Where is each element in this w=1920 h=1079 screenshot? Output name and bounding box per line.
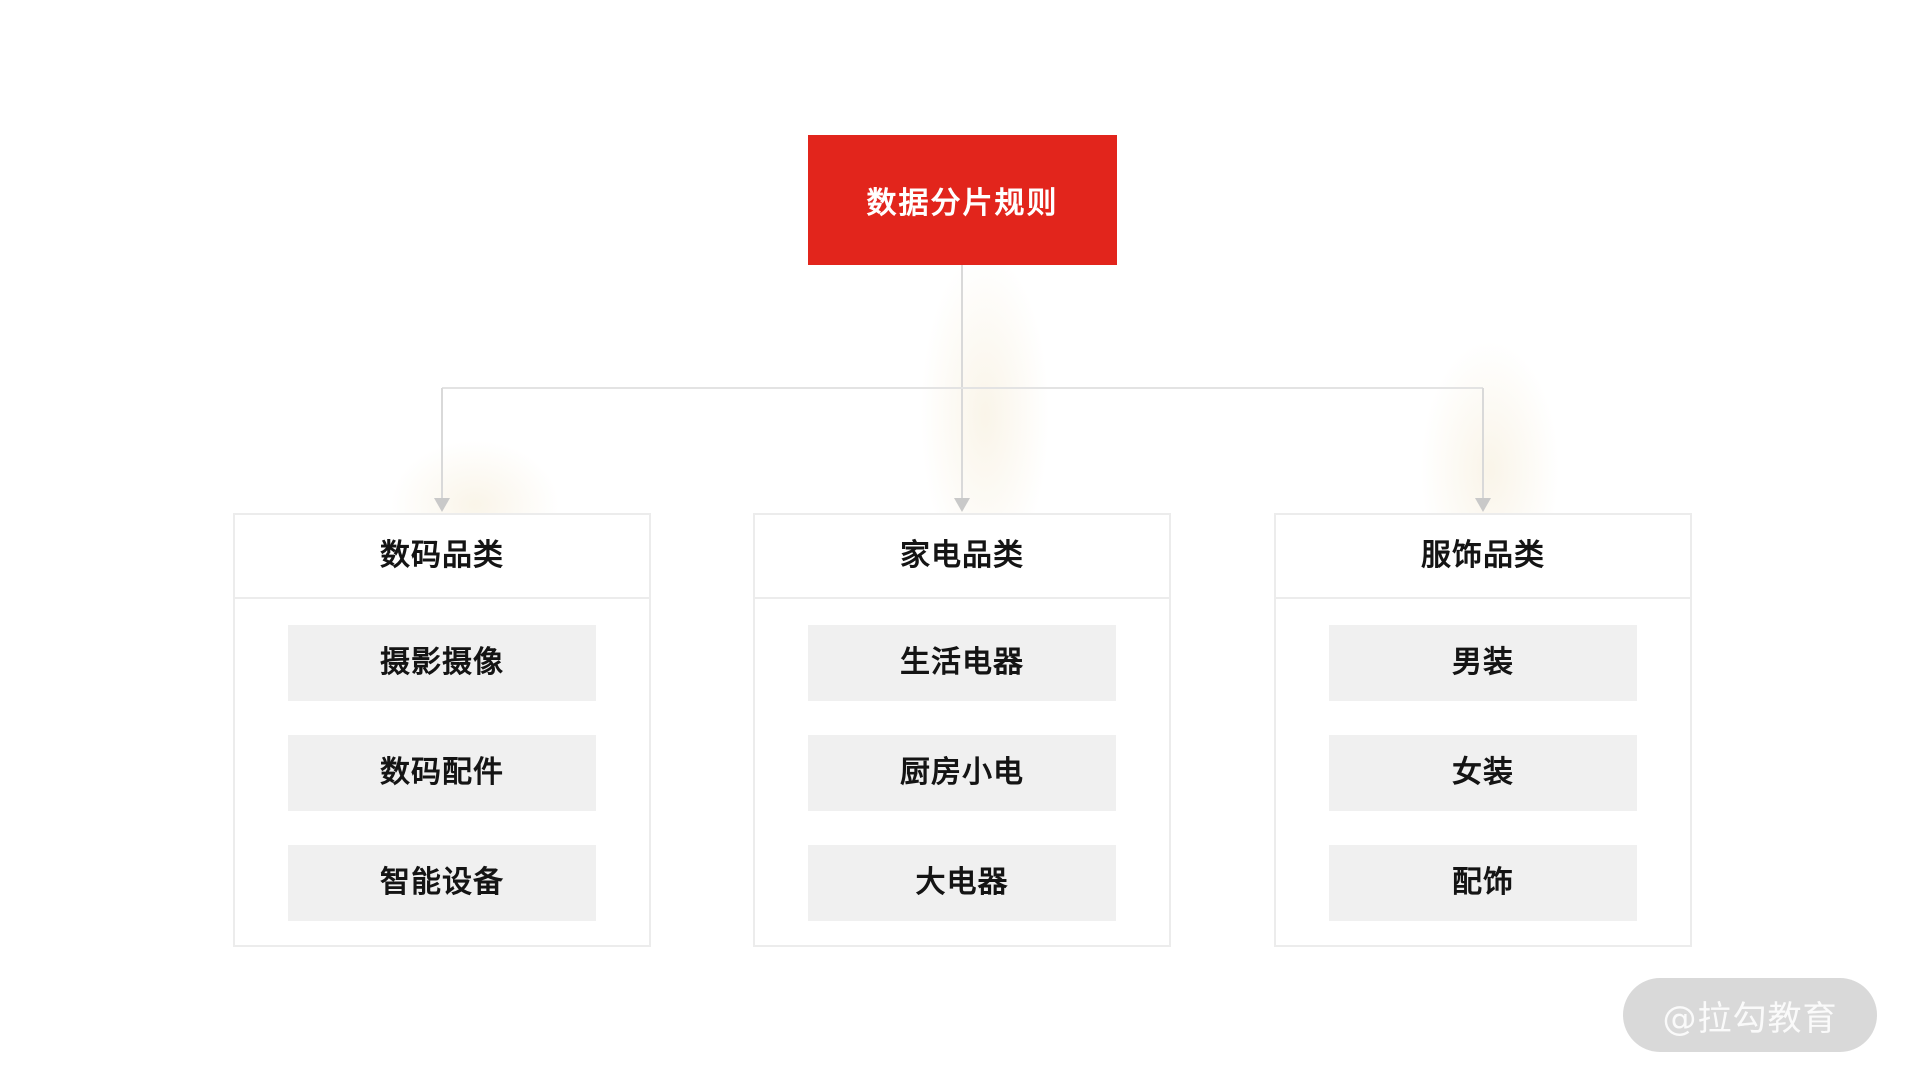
category-box-digital: 数码品类 摄影摄像 数码配件 智能设备 [233,513,651,947]
category-title: 数码品类 [235,515,649,599]
category-item: 女装 [1329,735,1637,811]
category-title: 家电品类 [755,515,1169,599]
watermark-label: @拉勾教育 [1662,998,1838,1039]
arrow-down-icon [954,498,970,512]
category-title: 服饰品类 [1276,515,1690,599]
category-box-apparel: 服饰品类 男装 女装 配饰 [1274,513,1692,947]
watermark-badge: @拉勾教育 [1623,978,1877,1052]
arrow-down-icon [1475,498,1491,512]
category-item: 生活电器 [808,625,1116,701]
category-item: 配饰 [1329,845,1637,921]
category-item: 男装 [1329,625,1637,701]
category-item: 摄影摄像 [288,625,596,701]
category-item: 厨房小电 [808,735,1116,811]
category-item: 数码配件 [288,735,596,811]
category-item: 智能设备 [288,845,596,921]
category-item: 大电器 [808,845,1116,921]
category-item-list: 生活电器 厨房小电 大电器 [755,599,1169,921]
root-node-sharding-rule: 数据分片规则 [808,135,1117,265]
arrow-down-icon [434,498,450,512]
category-box-appliance: 家电品类 生活电器 厨房小电 大电器 [753,513,1171,947]
category-item-list: 男装 女装 配饰 [1276,599,1690,921]
category-item-list: 摄影摄像 数码配件 智能设备 [235,599,649,921]
